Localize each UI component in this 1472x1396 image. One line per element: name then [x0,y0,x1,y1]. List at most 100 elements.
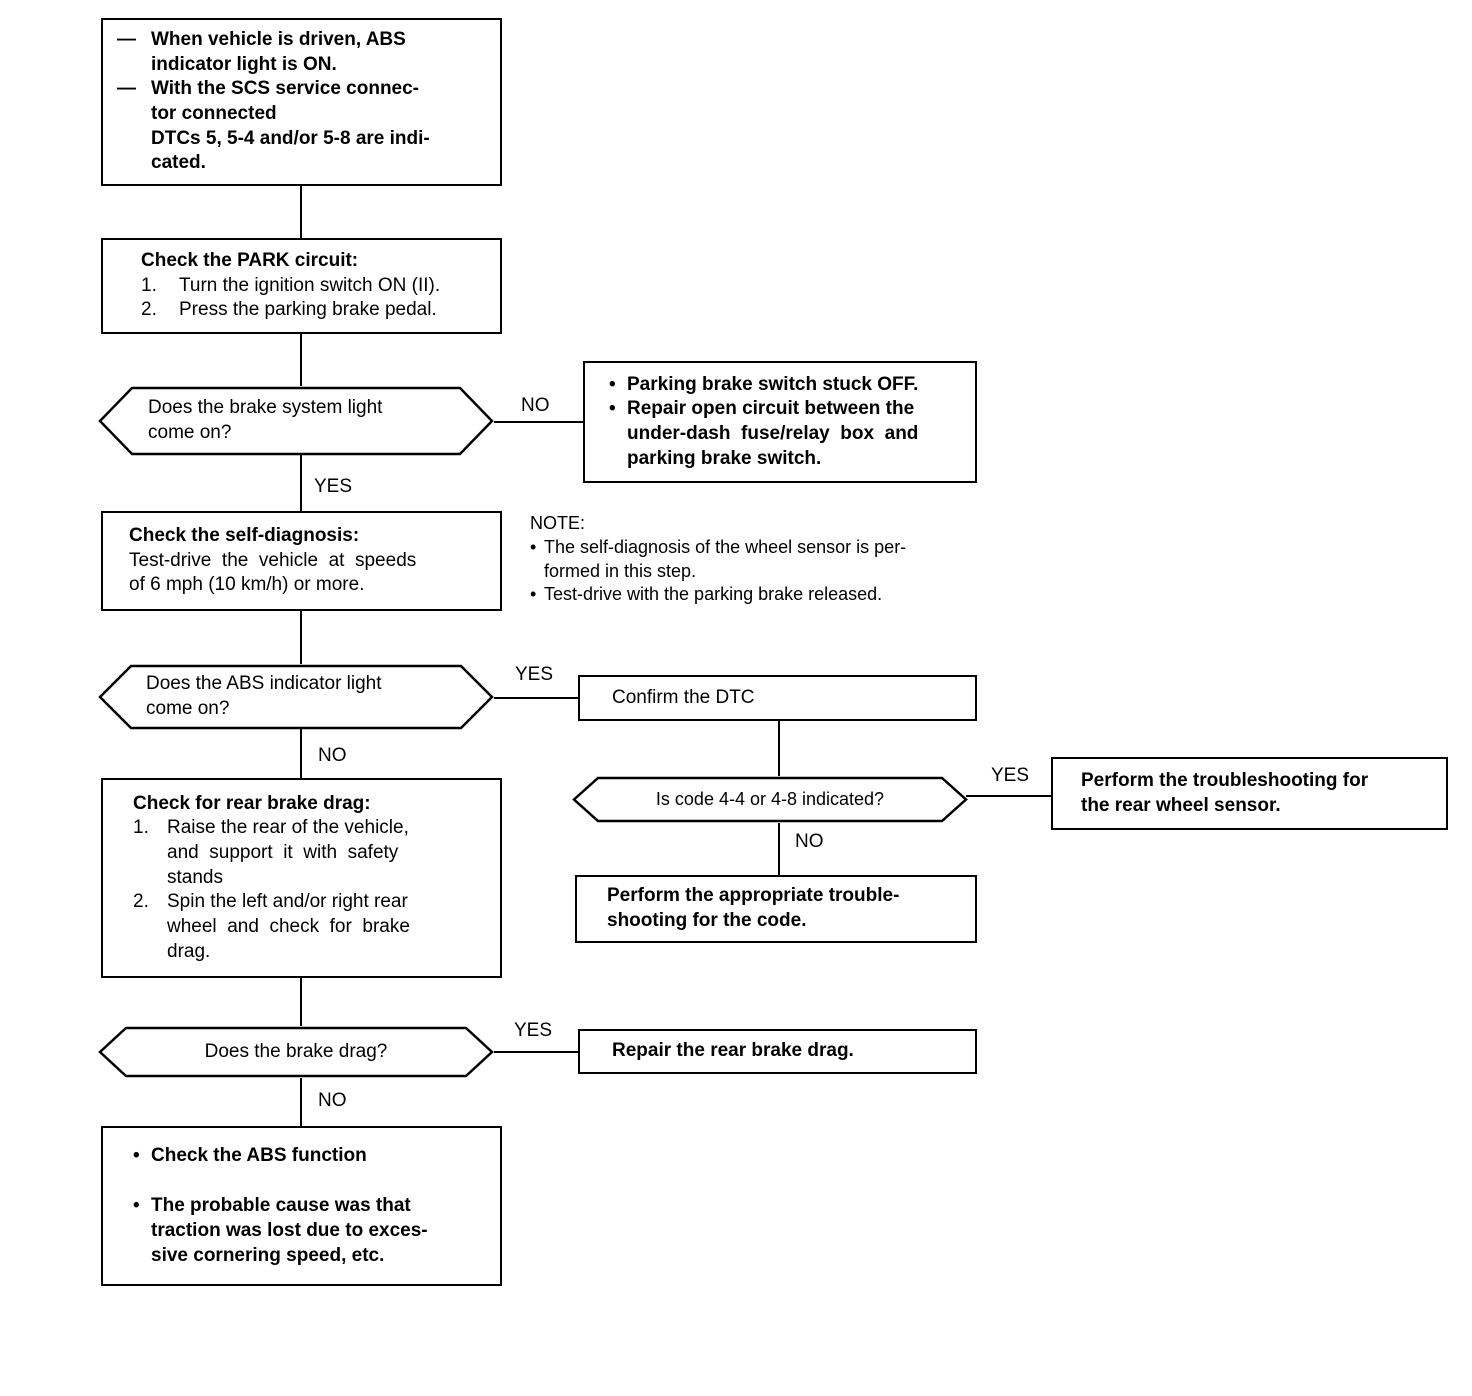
edge-label-q4-yes: YES [514,1020,553,1041]
parking-switch-bullet-1: • [609,373,616,395]
connector-q4-yes [494,1051,578,1053]
decision-code-44-48: Is code 4-4 or 4-8 indicated? [572,776,968,823]
connector-selfdiag-to-q2 [300,611,302,664]
decision-brake-drag-text: Does the brake drag? [204,1040,388,1062]
final-line2a: The probable cause was that [151,1195,411,1217]
rear-wheel-sensor-box: Perform the troubleshooting for the rear… [1051,757,1448,830]
check-self-diagnosis-box: Check the self-diagnosis: Test-drive the… [101,511,502,611]
check-drag-step1-line1: Raise the rear of the vehicle, [167,817,409,839]
check-park-step1-text: Turn the ignition switch ON (II). [179,274,441,296]
check-park-heading: Check the PARK circuit: [141,249,359,271]
symptom-item2-line1: With the SCS service connec- [151,78,420,100]
parking-switch-line3: under-dash fuse/relay box and [627,423,919,444]
connector-q1-yes [300,455,302,511]
parking-switch-line2: Repair open circuit between the [627,398,915,420]
edge-label-q1-no: NO [521,395,550,416]
final-conclusion-box: • Check the ABS function • The probable … [101,1126,502,1286]
decision-brake-drag: Does the brake drag? [98,1026,494,1078]
edge-label-q3-no: NO [795,831,824,852]
connector-q4-no [300,1078,302,1126]
connector-q2-no [300,729,302,778]
parking-switch-line1: Parking brake switch stuck OFF. [627,373,919,395]
connector-q3-yes [966,795,1051,797]
symptom-item-1: — When vehicle is driven, ABS indicator … [117,28,486,77]
note-block: NOTE: • The self-diagnosis of the wheel … [530,512,1000,607]
symptom-item2-line3: DTCs 5, 5-4 and/or 5-8 are indi- [151,127,430,149]
check-drag-step2-line1: Spin the left and/or right rear [167,891,408,913]
repair-drag-text: Repair the rear brake drag. [612,1040,854,1062]
appropriate-ts-line1: Perform the appropriate trouble- [607,885,900,907]
repair-rear-brake-drag-box: Repair the rear brake drag. [578,1029,977,1074]
appropriate-troubleshooting-box: Perform the appropriate trouble- shootin… [575,875,977,943]
symptom-box: — When vehicle is driven, ABS indicator … [101,18,502,186]
check-park-step2-number: 2. [141,299,157,321]
connector-q1-no [494,421,584,423]
parking-switch-item-1: • Parking brake switch stuck OFF. [609,373,961,398]
check-park-step2-text: Press the parking brake pedal. [179,299,437,321]
check-drag-step1-line2: and support it with safety [167,841,399,863]
final-line1: Check the ABS function [151,1144,367,1166]
check-park-step-1: 1. Turn the ignition switch ON (II). [141,274,486,299]
connector-dtc-to-q3 [778,721,780,776]
note-item-1: • The self-diagnosis of the wheel sensor… [530,536,1000,584]
note-item2-line1: Test-drive with the parking brake releas… [544,584,883,605]
connector-symptom-to-park [300,186,302,238]
note-title: NOTE: [530,513,586,533]
final-item-1: • Check the ABS function [133,1144,486,1169]
parking-switch-line4: parking brake switch. [627,447,822,469]
decision-code-text: Is code 4-4 or 4-8 indicated? [655,788,885,809]
check-drag-step2-line2: wheel and check for brake [167,916,410,938]
symptom-item-2: — With the SCS service connec- tor conne… [117,77,486,176]
self-diagnosis-line2: of 6 mph (10 km/h) or more. [129,574,365,596]
note-bullet-1: • [530,536,537,557]
decision-abs-light-line1: Does the ABS indicator light [146,673,382,695]
edge-label-q2-no: NO [318,745,347,766]
edge-label-q3-yes: YES [991,765,1030,786]
decision-brake-system-light: Does the brake system light come on? [98,386,494,456]
note-item-2: • Test-drive with the parking brake rele… [530,583,1000,607]
note-item1-line2: formed in this step. [544,560,697,581]
final-item-2: • The probable cause was that traction w… [133,1194,486,1268]
symptom-item2-line2: tor connected [151,103,277,124]
edge-label-q1-yes: YES [314,476,353,497]
parking-brake-switch-box: • Parking brake switch stuck OFF. • Repa… [583,361,977,483]
note-bullet-2: • [530,584,537,605]
final-line2b: traction was lost due to exces- [151,1220,428,1241]
decision-brake-light-line2: come on? [148,422,232,443]
appropriate-ts-line2: shooting for the code. [607,910,807,931]
self-diagnosis-heading: Check the self-diagnosis: [129,524,360,546]
check-rear-brake-drag-box: Check for rear brake drag: 1. Raise the … [101,778,502,978]
edge-label-q4-no: NO [318,1090,347,1111]
connector-drag-to-q4 [300,978,302,1026]
parking-switch-item-2: • Repair open circuit between the under-… [609,397,961,471]
symptom-item1-line2: indicator light is ON. [151,53,337,75]
final-bullet-1: • [133,1144,140,1166]
connector-q2-yes [494,697,578,699]
check-drag-step1-number: 1. [133,817,149,839]
symptom-bullet-1: — [117,28,136,50]
check-drag-step-1: 1. Raise the rear of the vehicle, and su… [133,816,486,890]
symptom-bullet-2: — [117,78,136,100]
edge-label-q2-yes: YES [515,664,554,685]
note-item1-line1: The self-diagnosis of the wheel sensor i… [544,536,907,557]
final-line2c: sive cornering speed, etc. [151,1244,385,1266]
decision-abs-light-line2: come on? [146,698,230,719]
connector-q3-no [778,823,780,875]
rear-wheel-sensor-line1: Perform the troubleshooting for [1081,769,1369,791]
symptom-item1-line1: When vehicle is driven, ABS [151,28,406,50]
confirm-dtc-text: Confirm the DTC [612,686,755,708]
self-diagnosis-line1: Test-drive the vehicle at speeds [129,549,417,571]
check-drag-step2-line3: drag. [167,940,211,962]
check-drag-step-2: 2. Spin the left and/or right rear wheel… [133,890,486,964]
check-park-step1-number: 1. [141,274,157,296]
check-drag-step2-number: 2. [133,891,149,913]
connector-park-to-q1 [300,334,302,386]
rear-wheel-sensor-line2: the rear wheel sensor. [1081,794,1281,816]
decision-abs-indicator-light: Does the ABS indicator light come on? [98,664,494,730]
check-park-circuit-box: Check the PARK circuit: 1. Turn the igni… [101,238,502,334]
final-bullet-2: • [133,1195,140,1217]
confirm-dtc-box: Confirm the DTC [578,675,977,721]
symptom-item2-line4: cated. [151,152,206,174]
check-drag-step1-line3: stands [167,866,223,888]
check-park-step-2: 2. Press the parking brake pedal. [141,298,486,323]
